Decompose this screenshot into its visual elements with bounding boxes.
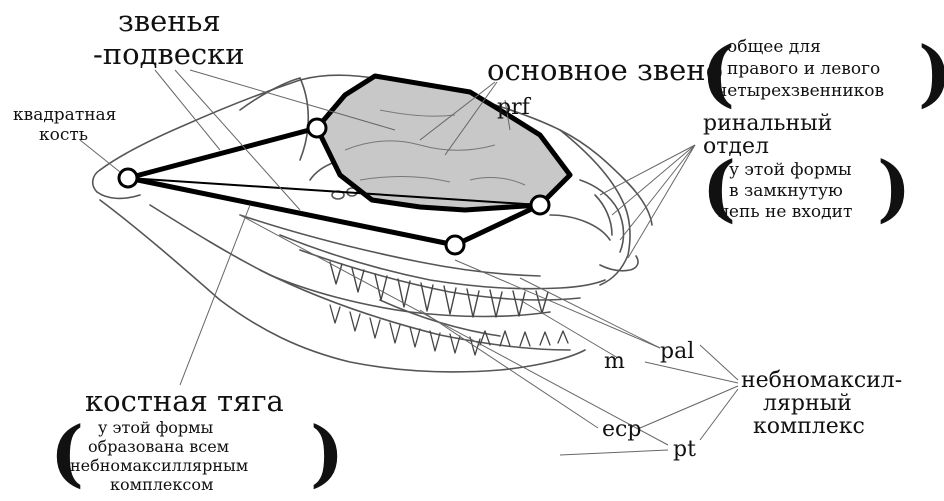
label-pt: pt: [673, 437, 696, 462]
bony-note-line4: комплексом: [110, 475, 213, 494]
main-link-polygon: [317, 76, 570, 210]
joint-quadrate: [119, 169, 137, 187]
label-rhinal-note: ( у этой формы в замкнутую цепь не входи…: [702, 145, 911, 230]
label-pal: pal: [660, 339, 694, 364]
label-suspension-links: звенья -подвески: [93, 4, 245, 71]
rhinal-note-line3: цепь не входит: [718, 202, 852, 222]
suspension-links-line2: -подвески: [93, 37, 245, 71]
bony-note-paren-right: ): [310, 410, 344, 495]
pmc-line3: комплекс: [753, 414, 865, 439]
main-note-line1: общее для: [727, 37, 821, 57]
suspension-link-upper: [128, 128, 317, 178]
label-bony-rod: костная тяга: [85, 384, 284, 418]
bony-note-line1: у этой формы: [98, 418, 214, 437]
quadrate-line1: квадратная: [13, 105, 116, 125]
main-note-line3: четырехзвенников: [716, 81, 884, 101]
joint-upper: [308, 119, 326, 137]
label-bony-rod-note: ( у этой формы образована всем небномакс…: [50, 410, 344, 495]
rhinal-line1: ринальный: [703, 111, 832, 136]
rhinal-note-paren-right: ): [877, 145, 911, 230]
suspension-links-line1: звенья: [118, 4, 221, 38]
rhinal-note-line2: в замкнутую: [729, 181, 843, 201]
snout-tip: [600, 256, 638, 271]
rhinal-note-line1: у этой формы: [729, 160, 851, 180]
joint-front: [531, 196, 549, 214]
bony-note-line2: образована всем: [88, 437, 229, 456]
label-m: m: [604, 349, 625, 374]
pterygoid-teeth: [330, 305, 480, 355]
main-note-line2: правого и левого: [727, 59, 880, 79]
quadrate-line2: кость: [39, 125, 88, 145]
pmc-line2: лярный: [763, 391, 852, 416]
main-note-paren-right: ): [918, 30, 944, 115]
label-main-link-note: ( общее для правого и левого четырехзвен…: [701, 30, 944, 115]
label-prf: prf: [497, 95, 532, 120]
pmc-line1: небномаксил-: [741, 368, 902, 393]
rhinal-region: [550, 180, 624, 252]
label-palatomaxillary-complex: небномаксил- лярный комплекс: [741, 368, 902, 439]
bony-note-paren-left: (: [50, 410, 84, 495]
bony-note-line3: небномаксиллярным: [70, 456, 248, 475]
label-main-link: основное звено: [487, 53, 723, 87]
label-ecp: ecp: [602, 417, 641, 442]
joint-lower: [446, 236, 464, 254]
label-quadrate-bone: квадратная кость: [13, 105, 116, 145]
